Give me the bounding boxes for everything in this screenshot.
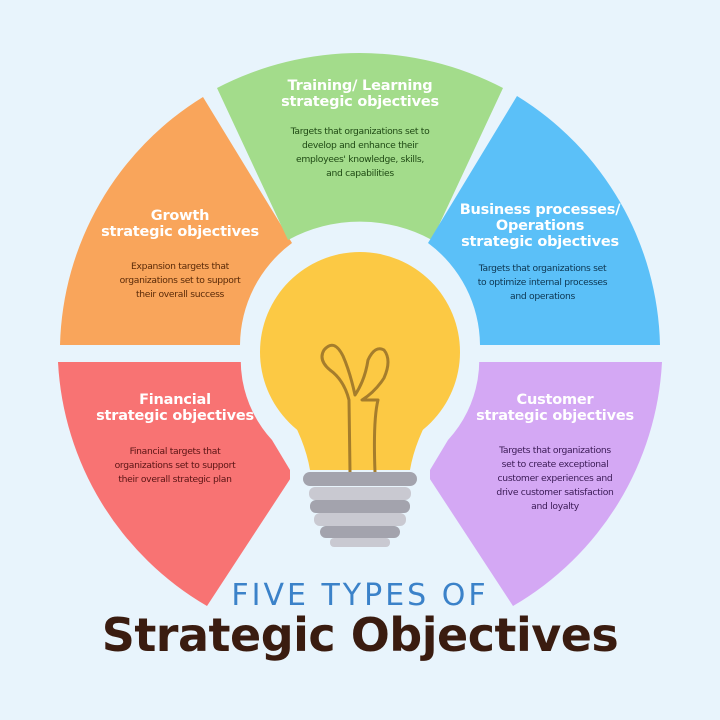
business-title: Business processes/ Operations strategic… xyxy=(440,202,640,250)
financial-desc-line: Financial targets that xyxy=(129,446,221,457)
training-title-line-1: Training/ Learning xyxy=(287,78,433,94)
business-title-line-3: strategic objectives xyxy=(461,234,619,250)
training-desc-line: Targets that organizations set to xyxy=(290,126,430,137)
financial-desc-line: their overall strategic plan xyxy=(118,474,232,485)
growth-title-line-2: strategic objectives xyxy=(101,224,259,240)
training-desc-line: develop and enhance their xyxy=(302,140,418,151)
financial-segment xyxy=(58,362,306,606)
customer-desc-line: Targets that organizations xyxy=(499,445,611,456)
financial-title-line-1: Financial xyxy=(139,392,211,408)
training-title-line-2: strategic objectives xyxy=(281,94,439,110)
growth-title-line-1: Growth xyxy=(150,208,210,224)
growth-title: Growth strategic objectives xyxy=(80,208,280,240)
training-desc-line: and capabilities xyxy=(326,168,394,179)
business-description: Targets that organizations set to optimi… xyxy=(445,262,640,304)
financial-desc-line: organizations set to support xyxy=(114,460,236,471)
business-title-line-1: Business processes/ xyxy=(459,202,621,218)
growth-segment xyxy=(60,97,292,345)
subtitle: FIVE TYPES OF xyxy=(231,578,489,613)
training-segment xyxy=(217,53,503,240)
customer-desc-line: drive customer satisfaction xyxy=(496,487,614,498)
customer-segment xyxy=(414,362,662,606)
business-title-line-2: Operations xyxy=(495,218,585,234)
growth-desc-line: Expansion targets that xyxy=(131,261,229,272)
business-desc-line: Targets that organizations set xyxy=(478,263,607,274)
training-desc-line: employees' knowledge, skills, xyxy=(296,154,424,165)
training-title: Training/ Learning strategic objectives xyxy=(230,78,490,110)
customer-title-line-1: Customer xyxy=(516,392,594,408)
customer-desc-line: customer experiences and xyxy=(497,473,613,484)
customer-desc-line: and loyalty xyxy=(531,501,579,512)
growth-description: Expansion targets that organizations set… xyxy=(80,260,280,302)
business-desc-line: to optimize internal processes xyxy=(477,277,608,288)
lightbulb-icon xyxy=(240,241,480,547)
customer-title-line-2: strategic objectives xyxy=(476,408,634,424)
training-description: Targets that organizations set to develo… xyxy=(250,125,470,181)
financial-title-line-2: strategic objectives xyxy=(96,408,254,424)
customer-desc-line: set to create exceptional xyxy=(501,459,609,470)
growth-desc-line: organizations set to support xyxy=(119,275,241,286)
financial-description: Financial targets that organizations set… xyxy=(75,445,275,487)
business-desc-line: and operations xyxy=(510,291,575,302)
customer-title: Customer strategic objectives xyxy=(455,392,655,424)
customer-description: Targets that organizations set to create… xyxy=(455,444,655,514)
financial-title: Financial strategic objectives xyxy=(75,392,275,424)
growth-desc-line: their overall success xyxy=(135,289,225,300)
business-segment xyxy=(428,96,660,345)
page-title: Strategic Objectives xyxy=(101,608,619,662)
